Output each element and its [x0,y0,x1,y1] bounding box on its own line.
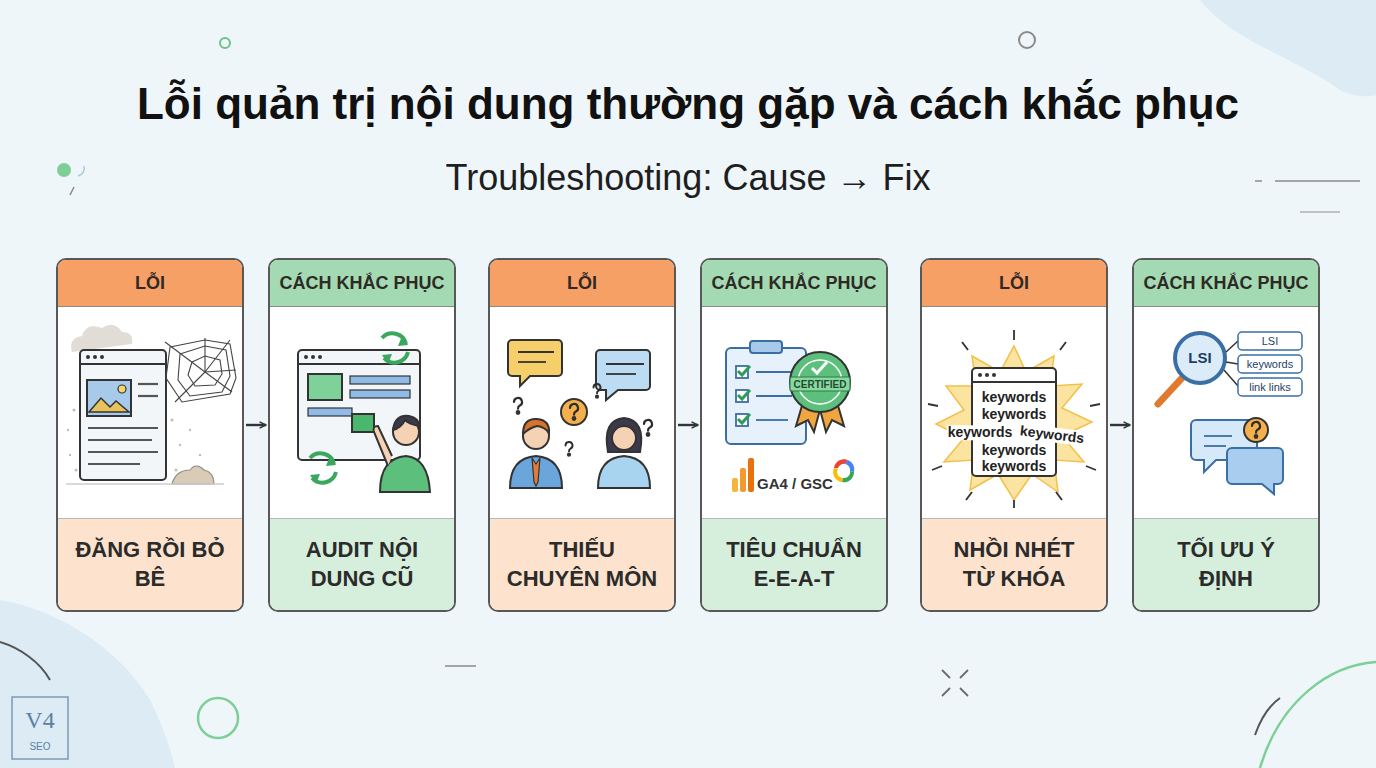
flow-arrow [678,424,698,426]
keyword-text: keywords [982,443,1047,458]
card-header: LỖI [922,260,1106,307]
keyword-text: keywords [982,407,1047,422]
card-footer: NHỒI NHÉT TỪ KHÓA [922,518,1106,610]
card-footer: AUDIT NỘI DUNG CŨ [270,518,454,610]
card-footer: ĐĂNG RỒI BỎ BÊ [58,518,242,610]
problem-card: LỖI THIẾU CHUYÊN MÔN [488,258,676,612]
card-header: CÁCH KHẮC PHỤC [1134,260,1318,307]
card-caption: TỐI ƯU Ý ĐỊNH [1148,536,1304,593]
keyword-stuffing-icon [928,330,1100,508]
card-header: CÁCH KHẮC PHỤC [702,260,886,307]
fix-card: CÁCH KHẮC PHỤC TỐI ƯU Ý ĐỊNH [1132,258,1320,612]
card-header: LỖI [58,260,242,307]
card-grounds [56,258,1320,612]
problem-card: LỖI ĐĂNG RỒI BỎ BÊ [56,258,244,612]
watermark: SEO [29,741,50,752]
card-header: CÁCH KHẮC PHỤC [270,260,454,307]
watermark-frame [12,697,68,759]
list-item: LSI [1262,335,1279,347]
watermark: V4 [25,707,54,733]
fix-card: CÁCH KHẮC PHỤC AUDIT NỘI DUNG CŨ [268,258,456,612]
badge-text: CERTIFIED [794,379,847,390]
flow-arrow [1110,424,1130,426]
diagram-title: Lỗi quản trị nội dung thường gặp và cách… [137,79,1239,129]
subtitle: Troubleshooting: Cause → Fix [446,158,931,198]
confused-people-icon [508,340,652,488]
abandoned-page-icon [66,325,236,484]
list-item: link links [1249,381,1291,393]
card-footer: TỐI ƯU Ý ĐỊNH [1134,518,1318,610]
card-caption: TIÊU CHUẨN E-E-A-T [716,536,872,593]
keyword-text: keywords [982,459,1047,474]
list-item: keywords [1247,358,1293,370]
intent-optimisation-icon [1158,332,1302,494]
flow-arrow [246,424,266,426]
keyword-text: keywords [947,425,1014,440]
card-caption: THIẾU CHUYÊN MÔN [504,536,660,593]
card-header: LỖI [490,260,674,307]
tool-label: GA4 / GSC [757,476,833,493]
card-caption: AUDIT NỘI DUNG CŨ [284,536,440,593]
audit-icon [298,333,430,492]
card-caption: NHỒI NHÉT TỪ KHÓA [936,536,1092,593]
magnifier-text: LSI [1188,350,1211,367]
fix-card: CÁCH KHẮC PHỤC TIÊU CHUẨN E-E-A-T [700,258,888,612]
card-caption: ĐĂNG RỒI BỎ BÊ [72,536,228,593]
card-footer: THIẾU CHUYÊN MÔN [490,518,674,610]
certified-checklist-icon [726,341,854,492]
keyword-text: keywords [982,390,1047,405]
card-footer: TIÊU CHUẨN E-E-A-T [702,518,886,610]
